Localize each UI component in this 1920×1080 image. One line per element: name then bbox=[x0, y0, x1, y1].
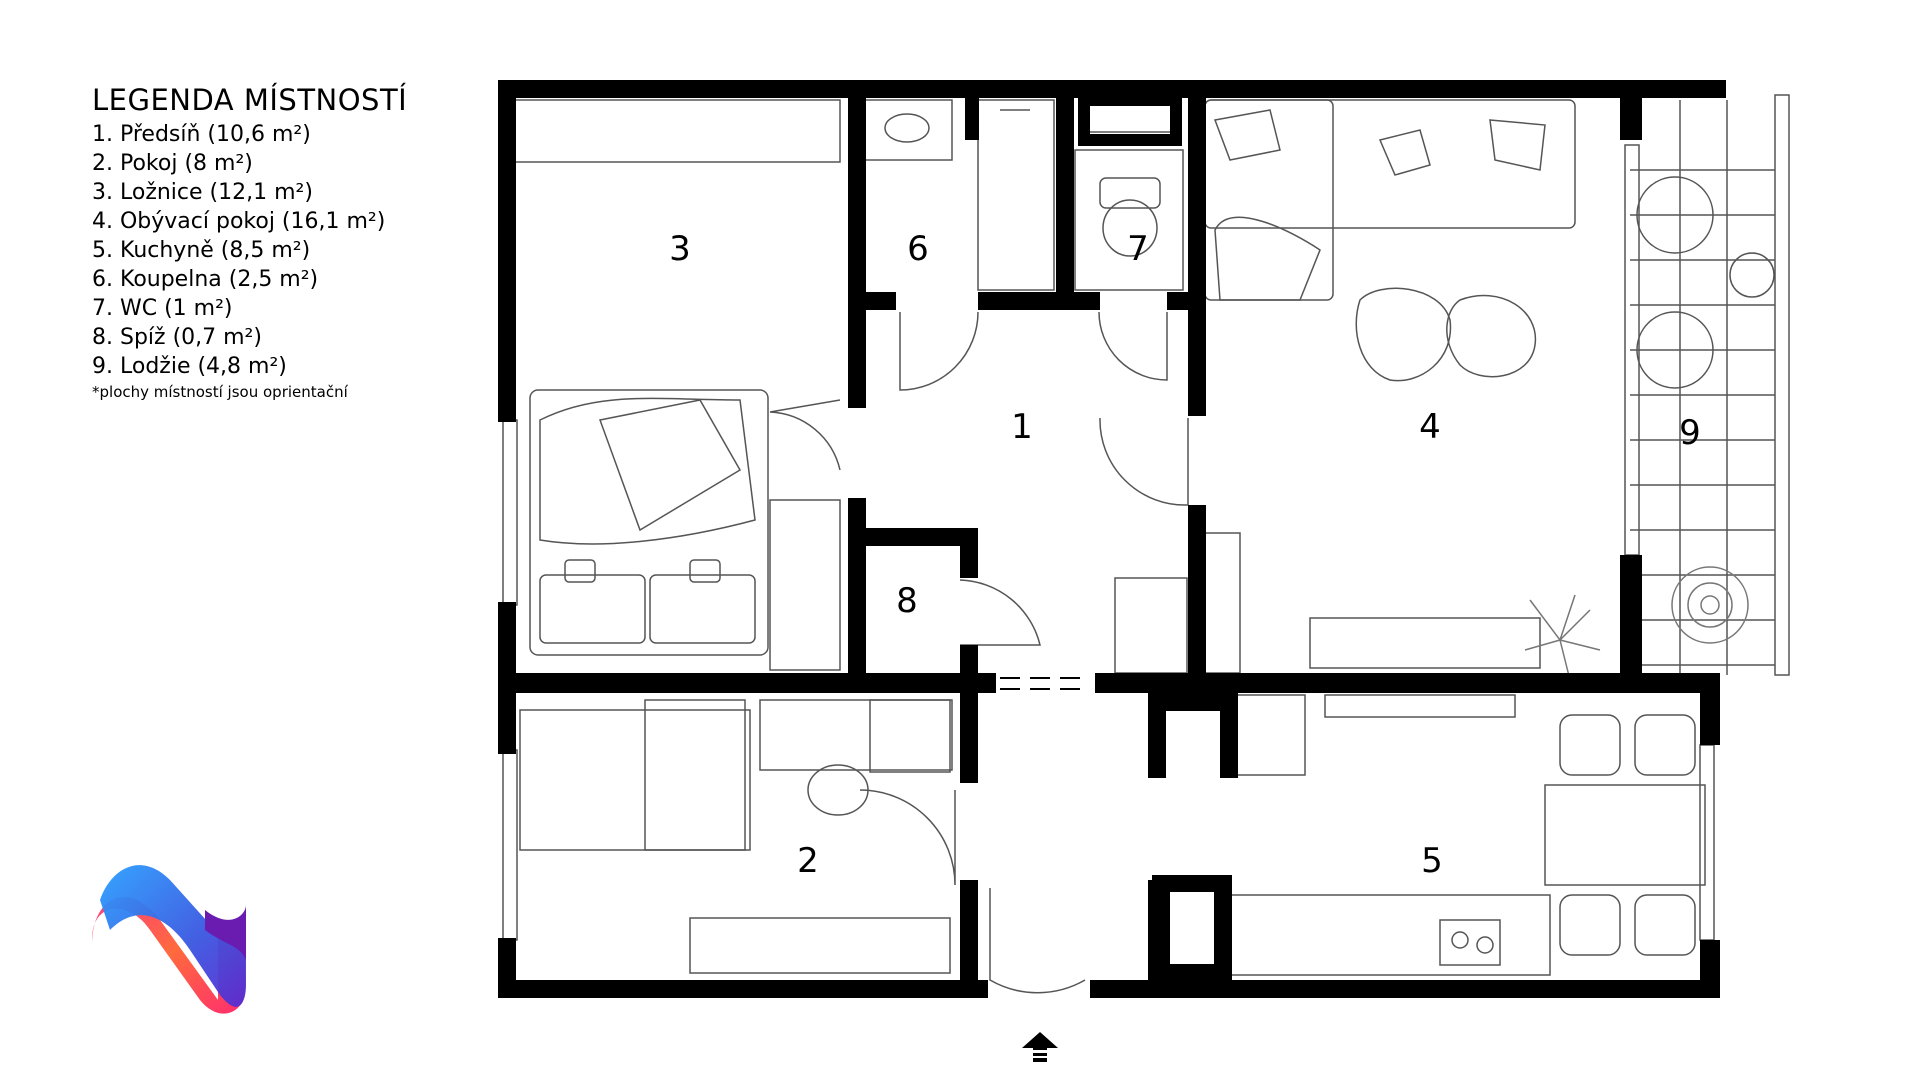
toilet-bowl bbox=[1102, 199, 1158, 257]
plant-icon bbox=[1671, 566, 1749, 644]
room-number-bedroom: 3 bbox=[669, 229, 691, 269]
sideboard bbox=[1309, 617, 1541, 669]
kitchen-counter-bottom bbox=[1229, 894, 1551, 976]
opening-dashes bbox=[1000, 677, 1080, 690]
shower bbox=[977, 99, 1055, 291]
wc-enclosure bbox=[1074, 149, 1184, 291]
shelf bbox=[689, 917, 951, 974]
bed-blanket bbox=[644, 699, 746, 851]
loggia-table bbox=[1729, 252, 1775, 298]
legend-item-bedroom: 3. Ložnice (12,1 m²) bbox=[92, 180, 313, 205]
room-number-bathroom: 6 bbox=[907, 229, 929, 269]
coffee-table bbox=[1446, 294, 1537, 378]
wall-bottom-left bbox=[498, 980, 988, 998]
wall-top bbox=[498, 80, 1726, 98]
bed-blanket bbox=[539, 397, 756, 545]
dining-chair bbox=[1634, 714, 1696, 776]
room-number-loggia: 9 bbox=[1679, 413, 1701, 453]
nightstand bbox=[769, 499, 841, 671]
n-logo-icon bbox=[92, 865, 246, 1014]
coffee-table bbox=[1355, 287, 1452, 382]
bed-pillow bbox=[539, 574, 646, 644]
legend-item-kitchen: 5. Kuchyně (8,5 m²) bbox=[92, 238, 311, 263]
toilet-tank bbox=[1099, 177, 1161, 209]
fridge bbox=[1229, 694, 1306, 776]
door-arc-bathroom bbox=[899, 311, 979, 391]
bed-pillow bbox=[649, 574, 756, 644]
legend-item-room: 2. Pokoj (8 m²) bbox=[92, 151, 253, 176]
walls bbox=[498, 80, 1726, 998]
room-number-pantry: 8 bbox=[896, 581, 918, 621]
legend-item-loggia: 9. Lodžie (4,8 m²) bbox=[92, 354, 287, 379]
wardrobe-bedroom bbox=[513, 99, 841, 163]
window bbox=[502, 419, 518, 606]
legend-item-bathroom: 6. Koupelna (2,5 m²) bbox=[92, 267, 319, 292]
door-arc-entrance bbox=[989, 888, 1086, 994]
dining-chair bbox=[1634, 894, 1696, 956]
bed-single bbox=[519, 709, 751, 851]
dining-chair bbox=[1559, 714, 1621, 776]
room-number-room: 2 bbox=[797, 841, 819, 881]
stove bbox=[1439, 919, 1501, 966]
door-arc-bedroom bbox=[769, 399, 841, 471]
room-number-living-room: 4 bbox=[1419, 407, 1441, 447]
dining-table bbox=[1544, 784, 1706, 886]
door-arc-room2 bbox=[859, 789, 956, 886]
legend-item-pantry: 8. Spíž (0,7 m²) bbox=[92, 325, 262, 350]
legend-item-living-room: 4. Obývací pokoj (16,1 m²) bbox=[92, 209, 386, 234]
wall-middle-right bbox=[1095, 673, 1720, 693]
room-numbers: 1 2 3 4 5 6 7 8 9 bbox=[669, 229, 1701, 881]
desk bbox=[759, 699, 953, 771]
window bbox=[1699, 744, 1715, 941]
room-number-wc: 7 bbox=[1127, 229, 1149, 269]
door-arc-living bbox=[1099, 417, 1189, 506]
entrance-arrow-icon bbox=[1022, 1032, 1058, 1062]
room-number-kitchen: 5 bbox=[1421, 841, 1443, 881]
wall-middle-left bbox=[498, 673, 996, 693]
room-legend: LEGENDA MÍSTNOSTÍ 1. Předsíň (10,6 m²) 2… bbox=[92, 84, 452, 402]
legend-item-hall: 1. Předsíň (10,6 m²) bbox=[92, 122, 311, 147]
furniture bbox=[513, 94, 1790, 994]
wall-bottom-right bbox=[1090, 980, 1720, 998]
double-bed bbox=[529, 389, 769, 656]
bookshelf bbox=[1204, 532, 1241, 674]
window bbox=[502, 749, 518, 941]
living-cabinet bbox=[1114, 577, 1188, 674]
washbasin bbox=[861, 99, 953, 161]
door-arc-pantry bbox=[959, 579, 1041, 646]
door-arc-wc bbox=[1098, 311, 1168, 381]
kitchen-counter-top bbox=[1324, 694, 1516, 718]
plant-icon bbox=[1524, 594, 1601, 681]
sofa-chaise bbox=[1204, 99, 1334, 301]
legend-note: *plochy místností jsou oprientační bbox=[92, 383, 348, 401]
legend-item-wc: 7. WC (1 m²) bbox=[92, 296, 233, 321]
room-number-hall: 1 bbox=[1011, 407, 1033, 447]
desk-chair bbox=[807, 764, 869, 816]
legend-title: LEGENDA MÍSTNOSTÍ bbox=[92, 83, 408, 117]
dining-chair bbox=[1559, 894, 1621, 956]
